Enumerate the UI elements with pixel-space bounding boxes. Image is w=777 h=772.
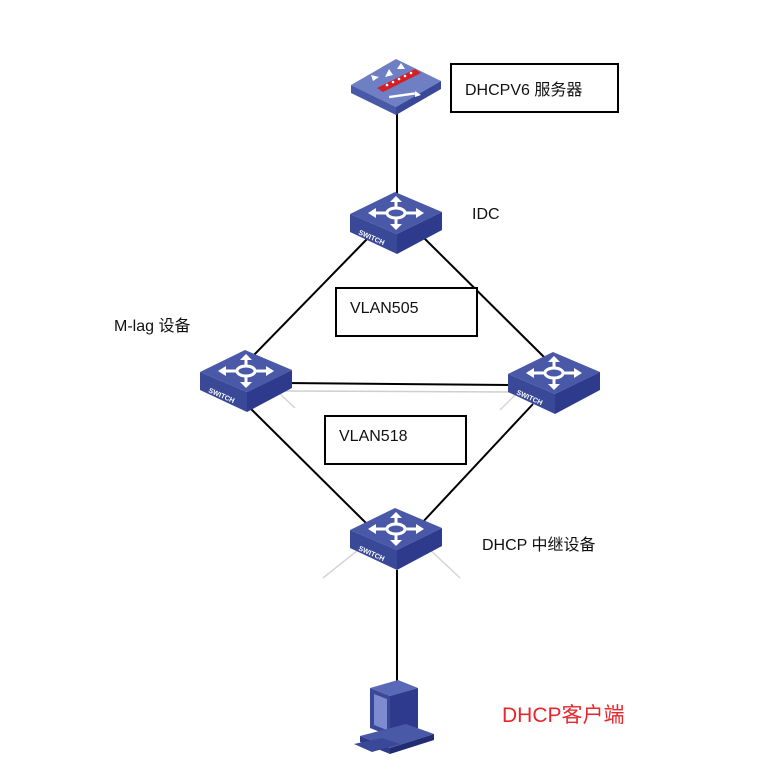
link-idc-mlag-left [251,237,369,358]
vlan-upper-box: VLAN505 [335,287,478,337]
mlag-switch-left-node[interactable] [198,348,294,414]
switch-icon [506,350,602,416]
mlag-label: M-lag 设备 [114,318,191,335]
mlag-switch-right-node[interactable] [506,350,602,416]
link-mlag-peer-shadow [284,390,513,393]
firewall-server-icon [351,59,441,115]
pc-icon [354,680,434,754]
dhcpv6-server-label-box: DHCPV6 服务器 [450,63,619,113]
link-mlag-left-relay [249,407,369,526]
link-idc-mlag-right [423,237,546,359]
dhcpv6-server-label: DHCPV6 服务器 [465,82,583,99]
switch-icon [198,348,294,414]
vlan-upper-label: VLAN505 [350,300,419,317]
switch-icon [348,506,444,572]
shadow-line [322,549,359,579]
vlan-lower-label: VLAN518 [339,428,408,445]
link-mlag-peer [284,382,513,386]
dhcpv6-server-node[interactable] [349,55,443,117]
relay-switch-node[interactable] [348,506,444,572]
link-mlag-right-relay [419,403,534,526]
vlan-lower-box: VLAN518 [324,415,467,465]
relay-label: DHCP 中继设备 [482,537,596,554]
dhcp-client-label: DHCP客户端 [502,704,625,727]
switch-icon [348,190,444,256]
idc-switch-node[interactable] [348,190,444,256]
idc-label: IDC [472,206,500,223]
dhcp-client-node[interactable] [352,678,444,758]
